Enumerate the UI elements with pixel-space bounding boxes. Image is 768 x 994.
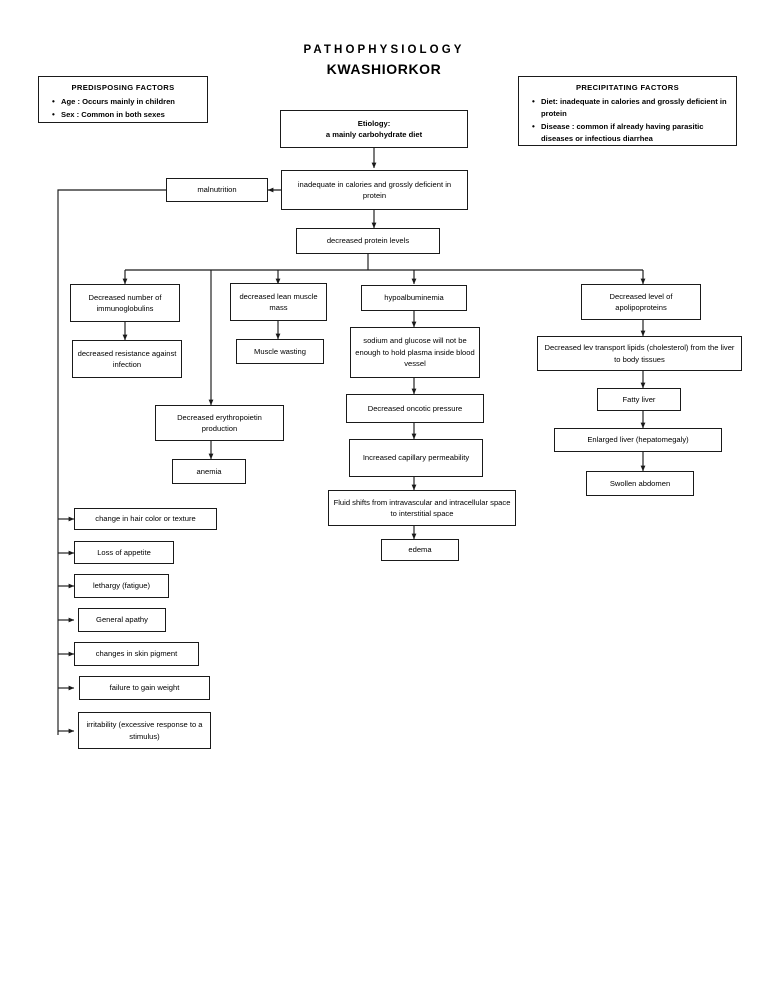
title-line-2: KWASHIORKOR	[326, 61, 442, 77]
node-enlarged-liver: Enlarged liver (hepatomegaly)	[554, 428, 722, 452]
node-swollen-abdomen: Swollen abdomen	[586, 471, 694, 496]
list-item: Sex : Common in both sexes	[52, 109, 199, 121]
symptom-box-hair-color: change in hair color or texture	[74, 508, 217, 530]
predisposing-factors-list: Age : Occurs mainly in children Sex : Co…	[45, 96, 201, 121]
node-sodium-glucose: sodium and glucose will not be enough to…	[350, 327, 480, 378]
symptom-box-general-apathy: General apathy	[78, 608, 166, 632]
node-anemia: anemia	[172, 459, 246, 484]
node-etiology: Etiology: a mainly carbohydrate diet	[280, 110, 468, 148]
node-hypoalbuminemia: hypoalbuminemia	[361, 285, 467, 311]
precipitating-factors-box: PRECIPITATING FACTORS Diet: inadequate i…	[518, 76, 737, 146]
symptom-box-loss-of-appetite: Loss of appetite	[74, 541, 174, 564]
symptom-box-lethargy: lethargy (fatigue)	[74, 574, 169, 598]
list-item: Age : Occurs mainly in children	[52, 96, 199, 108]
symptom-box-skin-pigment: changes in skin pigment	[74, 642, 199, 666]
symptom-box-failure-to-gain-weight: failure to gain weight	[79, 676, 210, 700]
node-decreased-immunoglobulins: Decreased number of immunoglobulins	[70, 284, 180, 322]
node-decreased-protein-levels: decreased protein levels	[296, 228, 440, 254]
precipitating-factors-heading: PRECIPITATING FACTORS	[575, 83, 680, 92]
list-item: Disease : common if already having paras…	[532, 121, 728, 145]
node-increased-capillary-permeability: Increased capillary permeability	[349, 439, 483, 477]
node-decreased-erythropoietin: Decreased erythropoietin production	[155, 405, 284, 441]
node-decreased-oncotic-pressure: Decreased oncotic pressure	[346, 394, 484, 423]
predisposing-factors-box: PREDISPOSING FACTORS Age : Occurs mainly…	[38, 76, 208, 123]
precipitating-factors-list: Diet: inadequate in calories and grossly…	[525, 96, 730, 145]
node-edema: edema	[381, 539, 459, 561]
node-decreased-resistance: decreased resistance against infection	[72, 340, 182, 378]
node-malnutrition: malnutrition	[166, 178, 268, 202]
node-fluid-shifts: Fluid shifts from intravascular and intr…	[328, 490, 516, 526]
page-title: PATHOPHYSIOLOGY KWASHIORKOR	[0, 42, 768, 78]
node-decreased-transport-lipids: Decreased lev transport lipids (choleste…	[537, 336, 742, 371]
node-decreased-lean-muscle-mass: decreased lean muscle mass	[230, 283, 327, 321]
title-line-1: PATHOPHYSIOLOGY	[303, 44, 465, 56]
node-inadequate-calories: inadequate in calories and grossly defic…	[281, 170, 468, 210]
node-decreased-apolipoproteins: Decreased level of apolipoproteins	[581, 284, 701, 320]
list-item: Diet: inadequate in calories and grossly…	[532, 96, 728, 120]
node-fatty-liver: Fatty liver	[597, 388, 681, 411]
node-muscle-wasting: Muscle wasting	[236, 339, 324, 364]
symptom-box-irritability: irritability (excessive response to a st…	[78, 712, 211, 749]
predisposing-factors-heading: PREDISPOSING FACTORS	[71, 83, 175, 92]
